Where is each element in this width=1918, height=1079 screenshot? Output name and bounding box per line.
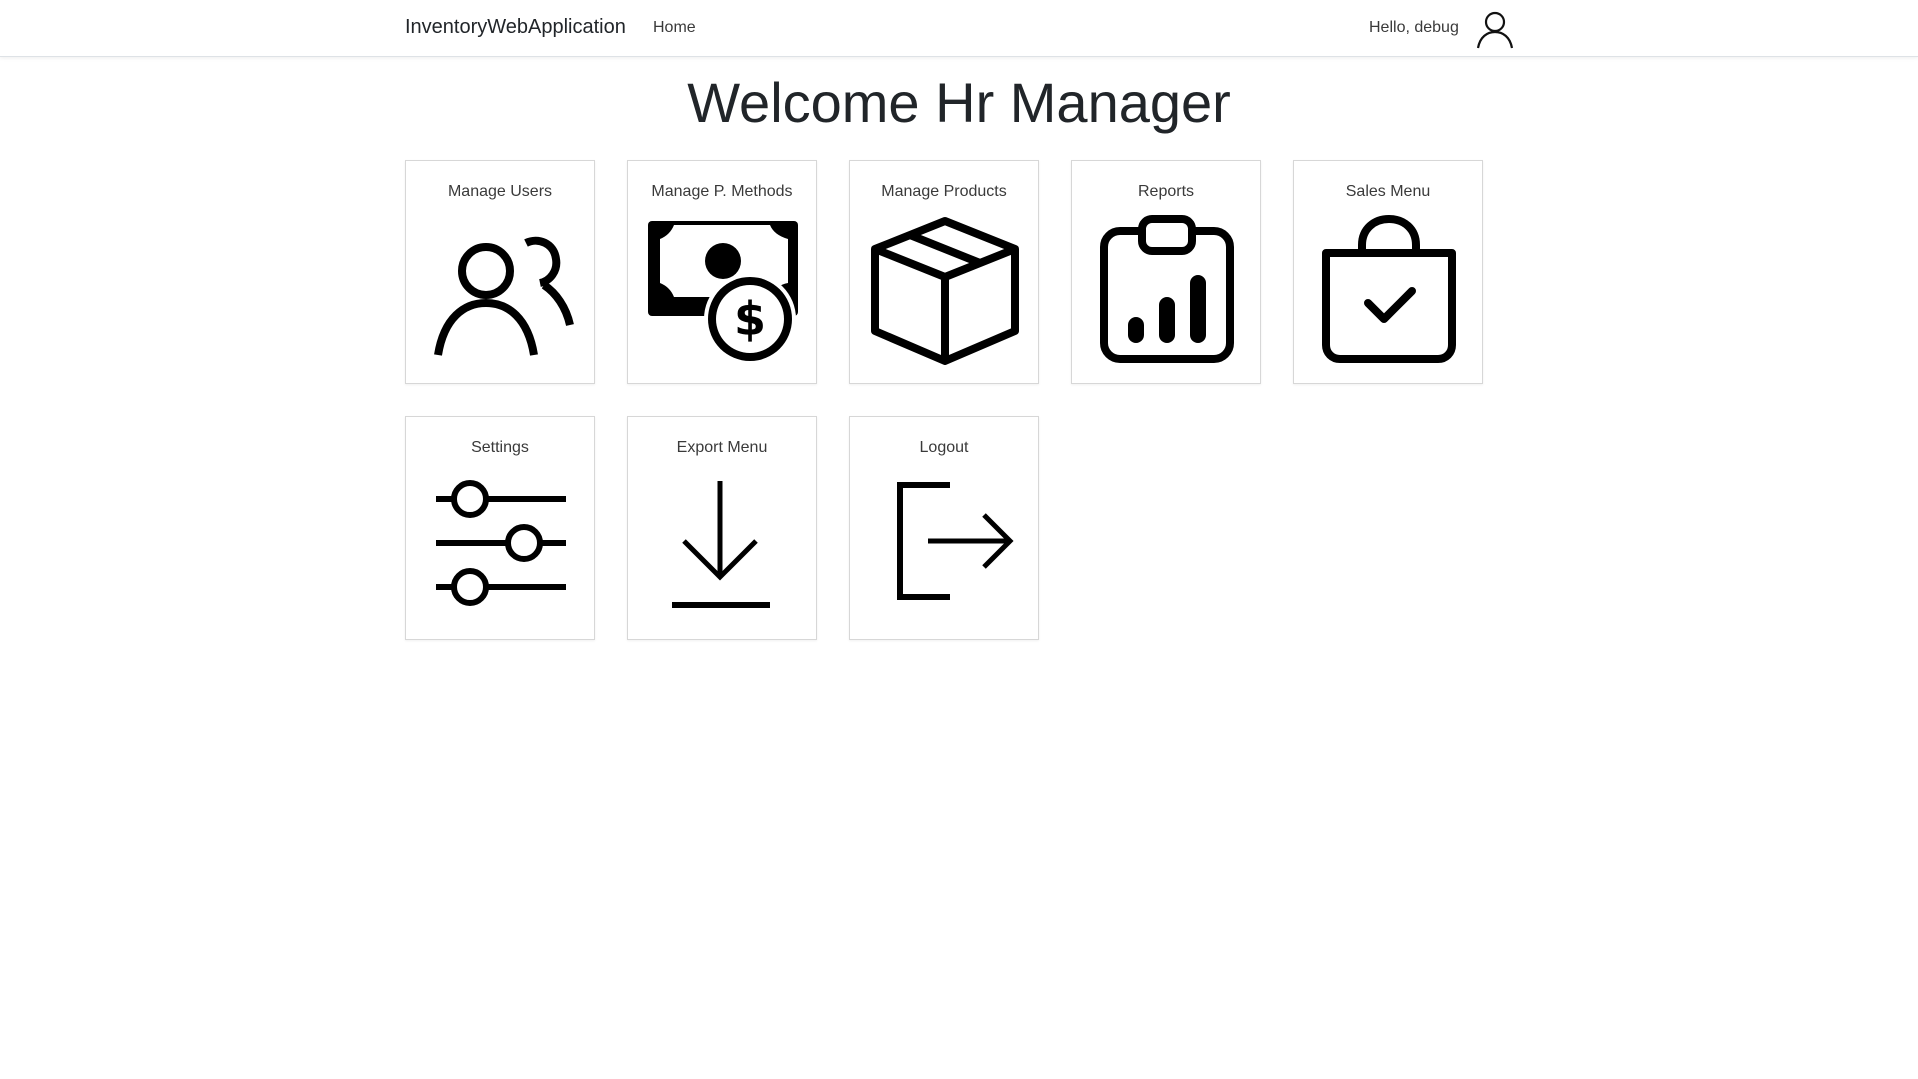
svg-text:$: $	[734, 292, 766, 346]
users-icon	[426, 213, 576, 365]
tile-manage-products[interactable]: Manage Products	[849, 160, 1039, 384]
tile-label: Sales Menu	[1345, 183, 1431, 200]
tile-label: Manage P. Methods	[651, 183, 793, 200]
tile-label: Export Menu	[676, 439, 768, 456]
tile-settings[interactable]: Settings	[405, 416, 595, 640]
tile-sales-menu[interactable]: Sales Menu	[1293, 160, 1483, 384]
sliders-icon	[426, 469, 576, 621]
shopping-bag-check-icon	[1314, 213, 1464, 365]
tile-label: Manage Products	[881, 183, 1007, 200]
user-greeting-link[interactable]: Hello, debug	[1369, 19, 1459, 36]
tile-label: Manage Users	[447, 183, 553, 200]
nav-home-link[interactable]: Home	[653, 19, 696, 36]
tile-label: Settings	[471, 439, 529, 456]
user-icon[interactable]	[1474, 8, 1516, 50]
cash-payment-icon: $	[648, 213, 798, 365]
tile-manage-users[interactable]: Manage Users	[405, 160, 595, 384]
tile-label: Logout	[919, 439, 969, 456]
brand-link[interactable]: InventoryWebApplication	[405, 16, 626, 38]
page-title: Welcome Hr Manager	[687, 71, 1231, 134]
tile-export-menu[interactable]: Export Menu	[627, 416, 817, 640]
tile-reports[interactable]: Reports	[1071, 160, 1261, 384]
box-icon	[870, 213, 1020, 365]
navbar: InventoryWebApplication Home Hello, debu…	[0, 0, 1918, 57]
clipboard-chart-icon	[1092, 213, 1242, 365]
tile-manage-payment-methods[interactable]: Manage P. Methods $	[627, 160, 817, 384]
download-icon	[648, 469, 798, 621]
tile-label: Reports	[1137, 183, 1195, 200]
logout-icon	[870, 469, 1020, 621]
tile-logout[interactable]: Logout	[849, 416, 1039, 640]
